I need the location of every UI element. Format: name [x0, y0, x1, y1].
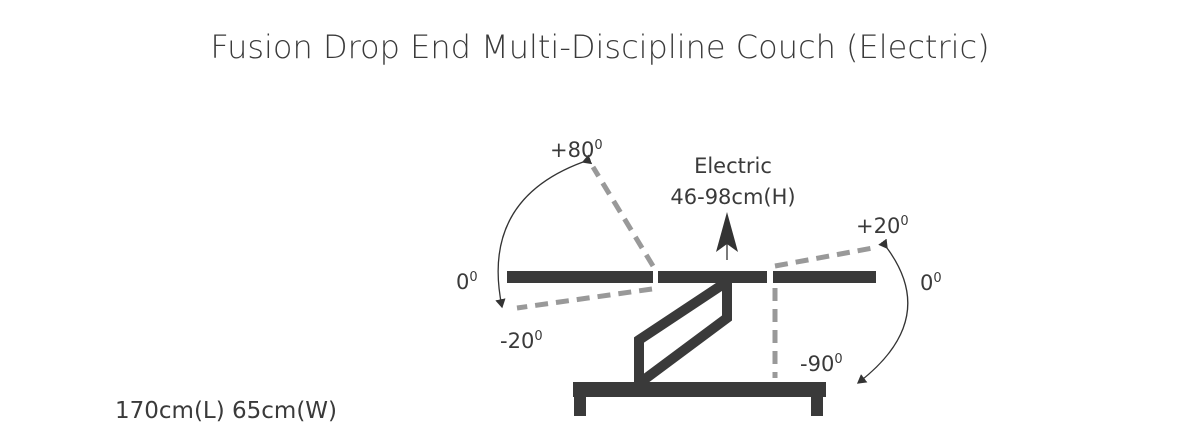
footrest-up-position: [774, 245, 874, 269]
backrest-down-position: [516, 286, 653, 311]
footrest-range-arc: [856, 238, 909, 384]
backrest-section: [507, 271, 653, 283]
footrest-section: [773, 271, 876, 283]
backrest-range-arc: [495, 154, 593, 309]
backrest-down-angle: -200: [500, 329, 543, 353]
backrest-up-position: [590, 165, 656, 268]
base-frame: [573, 382, 826, 397]
dimensions-label: 170cm(L) 65cm(W): [115, 398, 337, 424]
footrest-up-angle: +200: [856, 214, 909, 238]
backrest-up-angle: +800: [550, 138, 603, 162]
lift-mechanism: [634, 278, 732, 387]
electric-label: Electric: [694, 154, 772, 178]
height-range-label: 46-98cm(H): [670, 185, 795, 209]
footrest-zero-angle: 00: [920, 271, 942, 295]
right-leg: [811, 397, 823, 416]
seat-section: [658, 271, 767, 283]
left-leg: [574, 397, 586, 416]
backrest-zero-angle: 00: [456, 270, 478, 294]
height-arrow-icon: [716, 212, 738, 260]
diagram-title: Fusion Drop End Multi-Discipline Couch (…: [210, 28, 989, 66]
footrest-down-angle: -900: [800, 352, 843, 376]
